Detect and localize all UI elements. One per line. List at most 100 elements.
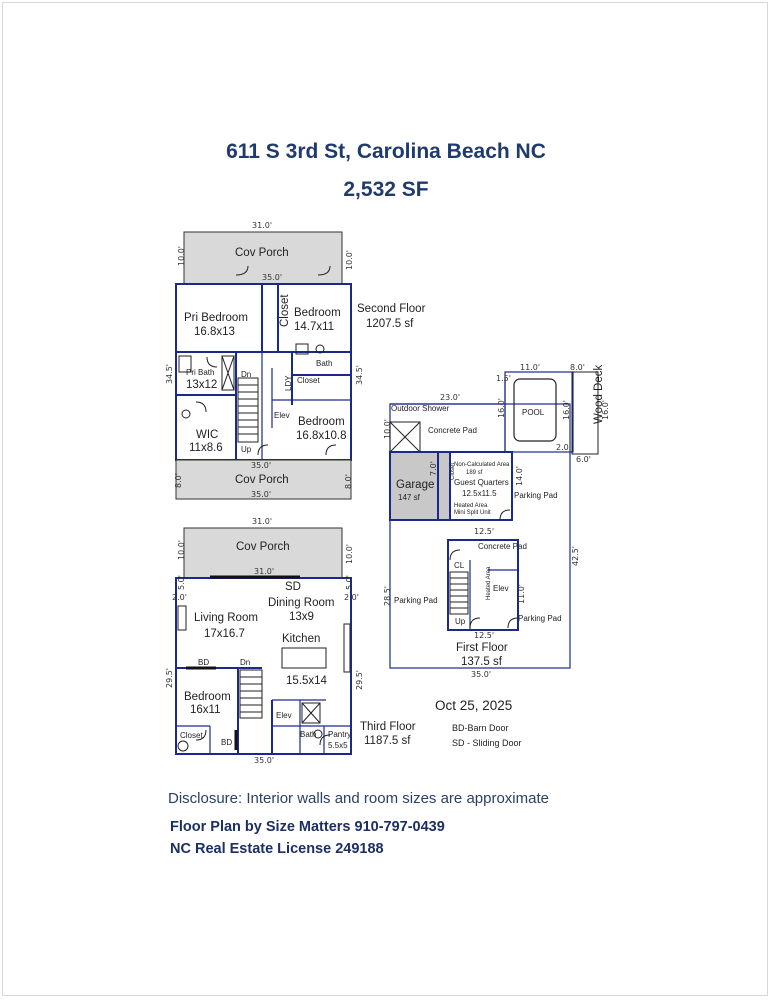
first-floor-plan: 11.0' 8.0' 1.5' 23.0' 10.0' 16.0' 16.0' … xyxy=(383,363,610,679)
tf-bedroom: Bedroom xyxy=(184,691,231,703)
sf-pri-bedroom-size: 16.8x13 xyxy=(194,326,235,338)
ff-garage-area xyxy=(389,451,451,521)
tf-kitchen: Kitchen xyxy=(282,633,320,645)
ff-dim-elev: 11.0' xyxy=(517,584,526,604)
cov-porch-top-area xyxy=(183,231,343,285)
sf-pri-bath: Pri Bath xyxy=(186,368,214,377)
credit-line-2: NC Real Estate License 249188 xyxy=(170,841,384,857)
ff-dim-left: 28.5' xyxy=(383,586,392,606)
tf-dim-bottom: 35.0' xyxy=(254,756,274,765)
legend-barn-door: BD-Barn Door xyxy=(452,723,509,733)
ff-concrete-pad-top: Concrete Pad xyxy=(428,426,477,435)
sf-dim-bottom: 35.0' xyxy=(251,490,271,499)
tf-elev: Elev xyxy=(276,711,292,720)
tf-kitchen-size: 15.5x14 xyxy=(286,675,328,687)
ff-outdoor-shower: Outdoor Shower xyxy=(391,404,450,413)
ff-guest-quarters: Guest Quarters xyxy=(454,478,509,487)
tf-living-size: 17x16.7 xyxy=(204,628,245,640)
ff-dim-deck-bottom: 6.0' xyxy=(576,455,591,464)
tf-closet: Closet xyxy=(180,731,203,740)
plan-date: Oct 25, 2025 xyxy=(435,698,512,713)
sf-dim-porch-br: 8.0' xyxy=(344,474,353,489)
ff-dim-bottom: 35.0' xyxy=(471,670,491,679)
tf-bedroom-size: 16x11 xyxy=(190,704,220,716)
ff-dim-outdoor: 10.0' xyxy=(383,419,392,439)
sf-bedroom-a-size: 14.7x11 xyxy=(294,321,334,333)
ff-pool: POOL xyxy=(522,408,545,417)
sf-bedroom-b: Bedroom xyxy=(298,416,345,428)
sf-closet: Closet xyxy=(279,294,291,327)
tf-dim-porch-right: 10.0' xyxy=(345,544,354,564)
ff-garage-area: 147 sf xyxy=(398,493,421,502)
sf-wic-size: 11x8.6 xyxy=(189,442,223,454)
ff-elev: Elev xyxy=(493,584,509,593)
ff-dim-deck-right: 16.0' xyxy=(601,400,610,420)
sf-dim-porch-left: 10.0' xyxy=(177,246,186,266)
tf-dim-right-small2: 2.0' xyxy=(344,593,359,602)
tf-bath: Bath xyxy=(300,730,316,739)
ff-dim-pool-right: 16.0' xyxy=(562,400,571,420)
ff-non-calc: Non-Calculated Area xyxy=(454,462,510,468)
credit-line-1: Floor Plan by Size Matters 910-797-0439 xyxy=(170,819,445,835)
tf-dim-right-small: 5.0' xyxy=(345,575,354,590)
tf-dim-left: 29.5' xyxy=(165,668,174,688)
tf-dim-left-small2: 2.0' xyxy=(172,593,187,602)
ff-dim-pool-top: 11.0' xyxy=(520,363,540,372)
disclosure-text: Disclosure: Interior walls and room size… xyxy=(168,790,549,807)
ff-dim-width-top: 23.0' xyxy=(440,393,460,402)
sf-dim-inner-top: 35.0' xyxy=(262,273,282,282)
ff-heated-area: Heated Area xyxy=(454,503,488,509)
sf-elev: Elev xyxy=(274,411,290,420)
ff-core-area xyxy=(447,539,519,631)
ff-cl: CL xyxy=(454,561,465,570)
ff-dim-deck-top: 8.0' xyxy=(570,363,585,372)
ff-wood-deck: Wood Deck xyxy=(593,365,605,424)
ff-wood-deck-area xyxy=(571,371,599,455)
sf-floor-label: Second Floor xyxy=(357,303,426,315)
ff-site-outline xyxy=(389,403,571,669)
ff-dim-closet: 7.0' xyxy=(429,461,438,476)
ff-dim-core-bottom: 12.5' xyxy=(474,631,494,640)
ff-mini-split: Mini Split Unit xyxy=(454,510,491,516)
tf-dim-porch-left: 10.0' xyxy=(177,540,186,560)
second-floor-plan: 31.0' 10.0' 10.0' 35.0' 34.5' 34.5' 35.0… xyxy=(165,221,426,500)
tf-dim-porch-bottom: 31.0' xyxy=(254,567,274,576)
cov-porch-bottom-area xyxy=(175,459,352,500)
ff-dim-concrete: 16.0' xyxy=(497,398,506,418)
tf-sd: SD xyxy=(285,581,301,593)
ff-dim-right: 42.5' xyxy=(571,546,580,566)
tf-floor-label: Third Floor xyxy=(360,721,416,733)
sf-wic: WIC xyxy=(196,429,218,441)
tf-dn: Dn xyxy=(240,658,250,667)
sf-up: Up xyxy=(241,445,252,454)
tf-dim-top: 31.0' xyxy=(252,517,272,526)
sf-ldy: LDY xyxy=(284,375,293,391)
ff-parking-pad-right2: Parking Pad xyxy=(518,614,562,623)
ff-pool-shape xyxy=(513,378,557,442)
tf-dim-left-small: 5.0' xyxy=(177,575,186,590)
tf-dining-room: Dining Room xyxy=(268,597,334,609)
ff-parking-pad-right: Parking Pad xyxy=(514,491,558,500)
tf-bd-bottom: BD xyxy=(221,738,232,747)
tf-cov-porch-area xyxy=(183,527,343,579)
property-address-title: 611 S 3rd St, Carolina Beach NC xyxy=(226,140,546,163)
sf-dim-bottom-inner: 35.0' xyxy=(251,461,271,470)
tf-dining-size: 13x9 xyxy=(289,611,314,623)
ff-dim-pool-left: 1.5' xyxy=(496,374,511,383)
tf-pantry: Pantry xyxy=(328,730,351,739)
sf-floor-area: 1207.5 sf xyxy=(366,318,414,330)
sf-pri-bedroom: Pri Bedroom xyxy=(184,312,248,324)
sf-dn: Dn xyxy=(241,370,251,379)
ff-garage: Garage xyxy=(396,479,434,491)
third-floor-plan: 31.0' 10.0' 10.0' 31.0' 5.0' 2.0' 5.0' 2… xyxy=(165,517,416,765)
ff-dim-gq-bottom: 12.5' xyxy=(474,527,494,536)
ff-dim-pool-bottom: 2.0' xyxy=(556,443,571,452)
tf-cov-porch: Cov Porch xyxy=(236,541,290,553)
ff-closet: Closet xyxy=(450,463,456,480)
ff-dim-gq-side: 14.0' xyxy=(515,466,524,486)
sf-dim-porch-bl: 8.0' xyxy=(174,473,183,488)
tf-floor-area: 1187.5 sf xyxy=(364,735,411,747)
sf-bath: Bath xyxy=(316,359,332,368)
ff-floor-area: 137.5 sf xyxy=(461,656,503,668)
ff-non-calc-area: 189 sf xyxy=(466,470,483,476)
